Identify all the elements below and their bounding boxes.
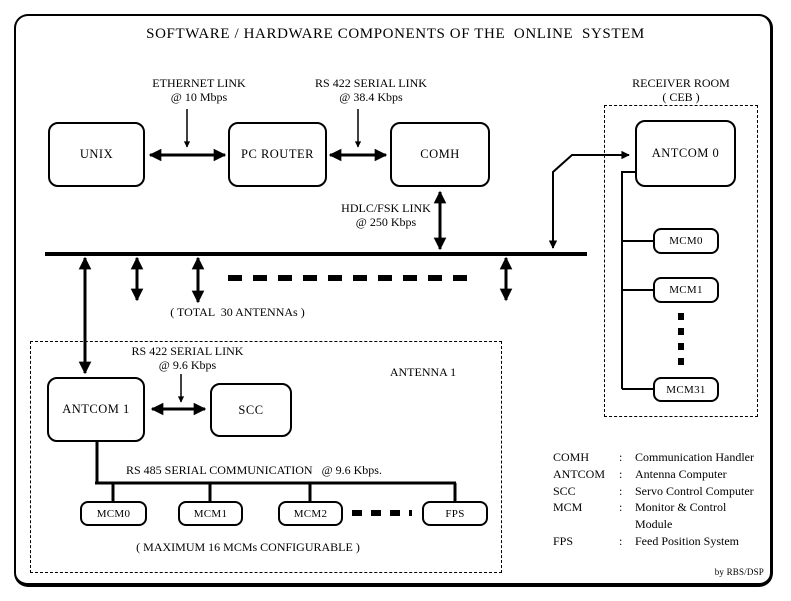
rs422-top-link-label: RS 422 SERIAL LINK @ 38.4 Kbps xyxy=(308,76,434,104)
node-pc-router: PC ROUTER xyxy=(228,122,327,187)
node-antcom1-label: ANTCOM 1 xyxy=(62,402,130,416)
legend-sep: : xyxy=(619,533,623,548)
node-antcom0: ANTCOM 0 xyxy=(635,120,736,187)
legend-sep: : xyxy=(619,450,623,464)
max-mcms-note: ( MAXIMUM 16 MCMs CONFIGURABLE ) xyxy=(136,540,360,554)
legend-full: Monitor & Control Module xyxy=(635,500,727,532)
legend-abbr: ANTCOM xyxy=(553,466,606,481)
node-mcm1-receiver: MCM1 xyxy=(653,277,719,303)
credit-text: by RBS/DSP xyxy=(714,567,764,577)
node-scc-label: SCC xyxy=(238,402,264,417)
hdlc-link-rate: @ 250 Kbps xyxy=(355,215,417,229)
legend-abbr: FPS xyxy=(553,533,574,548)
legend-abbr: COMH xyxy=(553,450,590,464)
legend-sep: : xyxy=(619,500,623,515)
legend-full: Antenna Computer xyxy=(635,466,727,481)
receiver-room-name: RECEIVER ROOM xyxy=(632,76,730,90)
receiver-room-sub: ( CEB ) xyxy=(662,90,700,104)
ethernet-link-rate: @ 10 Mbps xyxy=(170,90,228,104)
node-mcm1-antenna: MCM1 xyxy=(178,501,243,526)
antenna1-group-box xyxy=(30,341,502,573)
node-scc: SCC xyxy=(210,383,292,437)
antcom0-drop-line xyxy=(621,171,635,389)
node-comh: COMH xyxy=(390,122,490,187)
total-antennas-note: ( TOTAL 30 ANTENNAs ) xyxy=(170,305,305,319)
node-mcm1-receiver-label: MCM1 xyxy=(669,284,703,296)
legend-row-fps: FPS : Feed Position System xyxy=(553,533,765,550)
legend-row-comh: COMH : Communication Handler xyxy=(553,449,765,466)
ethernet-link-label: ETHERNET LINK @ 10 Mbps xyxy=(138,76,260,104)
node-mcm0-receiver-label: MCM0 xyxy=(669,235,703,247)
antenna1-group-label: ANTENNA 1 xyxy=(389,365,457,379)
ethernet-link-name: ETHERNET LINK xyxy=(152,76,246,90)
node-antcom0-label: ANTCOM 0 xyxy=(651,146,720,160)
node-mcm0-antenna: MCM0 xyxy=(80,501,147,526)
node-fps-label: FPS xyxy=(445,507,465,520)
hdlc-link-name: HDLC/FSK LINK xyxy=(341,201,431,215)
hdlc-link-label: HDLC/FSK LINK @ 250 Kbps xyxy=(335,201,437,229)
node-pc-router-label: PC ROUTER xyxy=(241,147,314,161)
legend-row-antcom: ANTCOM : Antenna Computer xyxy=(553,466,765,483)
legend: COMH : Communication Handler ANTCOM : An… xyxy=(553,449,765,550)
link-bus-antcom0 xyxy=(548,150,630,249)
node-antcom1: ANTCOM 1 xyxy=(47,377,145,442)
legend-sep: : xyxy=(619,483,623,498)
rs422-top-link-rate: @ 38.4 Kbps xyxy=(339,90,403,104)
node-mcm2-antenna: MCM2 xyxy=(278,501,343,526)
node-mcm1-antenna-label: MCM1 xyxy=(193,507,228,520)
outer-border xyxy=(14,14,773,587)
rs422-top-link-name: RS 422 SERIAL LINK xyxy=(315,76,427,90)
node-mcm31-receiver-label: MCM31 xyxy=(666,383,706,396)
legend-row-scc: SCC : Servo Control Computer xyxy=(553,483,765,500)
legend-full: Feed Position System xyxy=(635,533,740,548)
node-mcm0-antenna-label: MCM0 xyxy=(96,507,131,520)
rs422-antenna-link-name: RS 422 SERIAL LINK xyxy=(131,344,244,358)
node-mcm2-antenna-label: MCM2 xyxy=(293,507,328,520)
node-comh-label: COMH xyxy=(420,147,460,161)
legend-abbr: MCM xyxy=(553,500,583,515)
legend-sep: : xyxy=(619,466,623,481)
legend-row-mcm: MCM : Monitor & Control Module xyxy=(553,499,765,533)
legend-abbr: SCC xyxy=(553,483,576,498)
rs485-link-label: RS 485 SERIAL COMMUNICATION @ 9.6 Kbps. xyxy=(126,463,382,477)
page-title: SOFTWARE / HARDWARE COMPONENTS OF THE ON… xyxy=(146,26,645,42)
rs422-antenna-link-label: RS 422 SERIAL LINK @ 9.6 Kbps xyxy=(125,344,250,372)
receiver-room-label: RECEIVER ROOM ( CEB ) xyxy=(604,76,758,104)
node-mcm0-receiver: MCM0 xyxy=(653,228,719,254)
node-unix: UNIX xyxy=(48,122,145,187)
legend-full: Communication Handler xyxy=(635,450,754,464)
receiver-room-group-box xyxy=(604,105,758,417)
node-mcm31-receiver: MCM31 xyxy=(653,377,719,402)
legend-full: Servo Control Computer xyxy=(635,483,754,498)
node-fps: FPS xyxy=(422,501,488,526)
node-unix-label: UNIX xyxy=(79,147,114,161)
rs422-antenna-link-rate: @ 9.6 Kbps xyxy=(158,358,217,372)
